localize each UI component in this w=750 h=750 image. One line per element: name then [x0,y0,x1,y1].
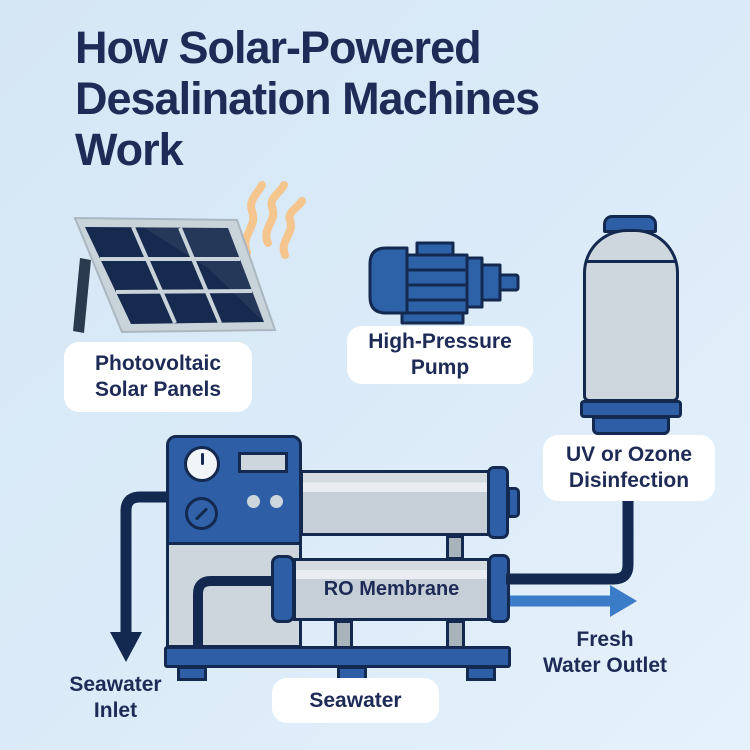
button-dot [270,495,283,508]
label-line: Inlet [93,699,138,722]
cabinet-to-membrane-pipe [193,576,274,648]
fresh-water-outlet-label: Fresh Water Outlet [500,627,710,679]
title-line-1: How Solar-Powered [75,22,482,73]
seawater-inlet-pipe [120,491,168,634]
label-line: Pump [410,356,470,379]
ro-membrane-cylinder: RO Membrane [293,558,490,621]
solar-panel-sheen [143,227,264,322]
solar-panel-label: Photovoltaic Solar Panels [64,342,252,412]
disinfection-label: UV or Ozone Disinfection [543,435,715,501]
flow-gauge-icon [185,497,218,530]
pressure-vessel-cylinder [300,470,490,536]
label-line: UV or Ozone [565,443,692,466]
membrane-to-tank-pipe [506,497,634,585]
machine-foot [177,666,207,681]
ro-membrane-label: RO Membrane [323,578,460,600]
label-line: Disinfection [568,469,690,492]
display-screen [238,452,288,473]
sun-heat-waves-icon [241,181,306,259]
label-line: Solar Panels [94,378,222,401]
pressure-gauge-icon [184,446,220,482]
seawater-label: Seawater [272,678,439,723]
title-line-2: Desalination Machines [75,73,540,124]
solar-panel-leg [73,258,91,333]
label-line: Fresh [576,628,634,651]
seawater-inlet-label: Seawater Inlet [38,672,193,724]
solar-panel-cells [85,227,264,324]
label-line: Photovoltaic [94,352,221,375]
high-pressure-pump-illustration [368,241,520,325]
down-arrow-icon [110,632,142,662]
pump-label: High-Pressure Pump [347,326,533,384]
label-line: Water Outlet [542,654,668,677]
title-line-3: Work [75,124,184,175]
label-line: Seawater [69,673,162,696]
tank-outlet-block [592,416,670,435]
machine-foot [466,666,496,681]
vessel-nub [507,487,520,518]
membrane-end-cap-left [271,555,295,623]
label-line: Seawater [309,688,402,712]
right-arrow-icon [610,585,637,617]
label-line: High-Pressure [368,330,512,353]
tank-dome-seam [586,260,676,263]
button-dot [247,495,260,508]
page-title: How Solar-Powered Desalination Machines … [75,22,695,175]
solar-panel-illustration [73,216,277,334]
gauge-needle [201,453,204,465]
